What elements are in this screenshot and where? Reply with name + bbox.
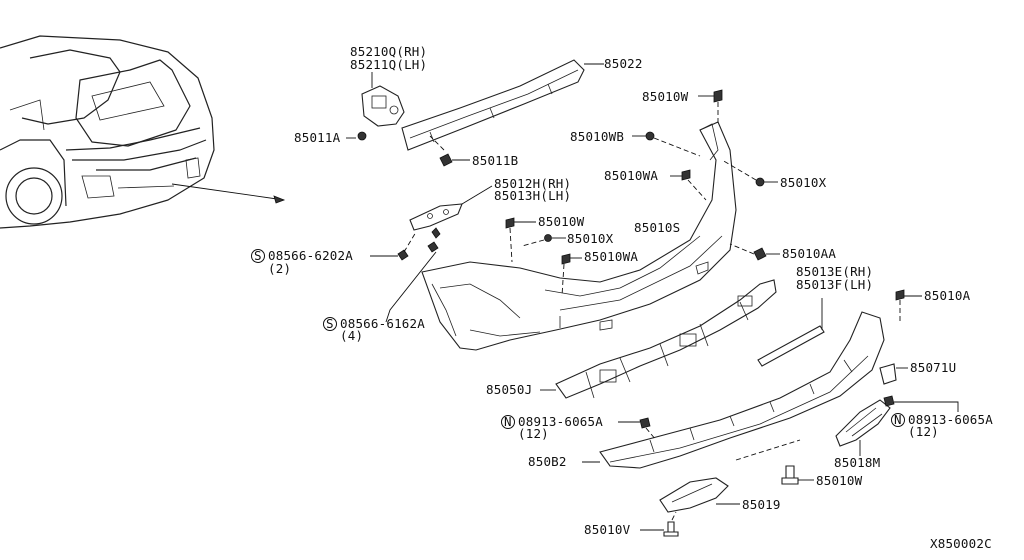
n-mark-right: N bbox=[894, 412, 902, 427]
label-08913-right-qty: (12) bbox=[908, 424, 939, 439]
label-85010wb: 85010WB bbox=[570, 129, 624, 144]
label-85010x-mid: 85010X bbox=[567, 231, 614, 246]
label-85010w-bottom: 85010W bbox=[816, 473, 863, 488]
label-08566-6202a-qty: (2) bbox=[268, 261, 291, 276]
screw-08566-6162a bbox=[385, 227, 441, 323]
part-85022-reinforcement bbox=[401, 59, 604, 151]
label-85019: 85019 bbox=[742, 497, 781, 512]
clip-85010wa-top bbox=[670, 169, 707, 201]
clip-85010w-mid bbox=[505, 217, 536, 263]
label-08566-6202a: 08566-6202A bbox=[268, 248, 353, 263]
part-850b2-lower-fascia bbox=[582, 311, 885, 469]
label-08566-6162a: 08566-6162A bbox=[340, 316, 425, 331]
label-85013e: 85013E(RH) bbox=[796, 264, 873, 279]
label-85010w-top: 85010W bbox=[642, 89, 689, 104]
labels: 85210Q(RH) 85211Q(LH) 85022 85011A 85011… bbox=[251, 44, 993, 551]
clip-85010wa-mid bbox=[561, 253, 582, 297]
part-85019-bracket bbox=[659, 477, 740, 513]
label-85211q: 85211Q(LH) bbox=[350, 57, 427, 72]
label-85010aa: 85010AA bbox=[782, 246, 836, 261]
label-85012h: 85012H(RH) bbox=[494, 176, 571, 191]
label-85010wa-top: 85010WA bbox=[604, 168, 658, 183]
bolt-85010v bbox=[640, 511, 679, 537]
clip-85011b bbox=[429, 135, 470, 167]
bolt-85010w-bottom bbox=[781, 465, 814, 485]
label-85013h: 85013H(LH) bbox=[494, 188, 571, 203]
vehicle-rear-illustration bbox=[0, 35, 286, 229]
clip-85010x-mid bbox=[521, 234, 566, 247]
part-85013e-strip bbox=[757, 298, 825, 367]
nut-08913-right bbox=[883, 395, 959, 412]
s-symbol-2 bbox=[323, 317, 337, 331]
s-mark-1: S bbox=[254, 248, 262, 263]
s-mark-2: S bbox=[326, 316, 334, 331]
screw-08566-6202a bbox=[370, 231, 417, 261]
label-850b2: 850B2 bbox=[528, 454, 567, 469]
label-85010a: 85010A bbox=[924, 288, 971, 303]
clip-85010wb bbox=[632, 131, 701, 157]
label-85011b: 85011B bbox=[472, 153, 518, 168]
label-08913-left: 08913-6065A bbox=[518, 414, 603, 429]
label-85013f: 85013F(LH) bbox=[796, 277, 873, 292]
part-85050j-absorber bbox=[540, 279, 777, 399]
part-85018m-bracket bbox=[835, 399, 891, 456]
n-symbol-right bbox=[891, 413, 905, 427]
part-85210q-bracket bbox=[361, 72, 405, 127]
clip-85010w-top bbox=[698, 89, 723, 124]
clip-85011a bbox=[346, 131, 367, 141]
label-85022: 85022 bbox=[604, 56, 643, 71]
label-85210q: 85210Q(RH) bbox=[350, 44, 427, 59]
clip-85010aa bbox=[729, 243, 780, 261]
n-symbol-left bbox=[501, 415, 515, 429]
label-85010wa-mid: 85010WA bbox=[584, 249, 638, 264]
label-85010s: 85010S bbox=[634, 220, 680, 235]
label-85018m: 85018M bbox=[834, 455, 880, 470]
n-mark-left: N bbox=[504, 414, 512, 429]
label-08566-6162a-qty: (4) bbox=[340, 328, 363, 343]
label-85010x-right: 85010X bbox=[780, 175, 827, 190]
clip-85010a bbox=[895, 289, 922, 322]
label-85050j: 85050J bbox=[486, 382, 532, 397]
nut-08913-left bbox=[618, 417, 657, 441]
diagram-code: X850002C bbox=[930, 536, 992, 551]
s-symbol-1 bbox=[251, 249, 265, 263]
label-08913-left-qty: (12) bbox=[518, 426, 549, 441]
label-85010v: 85010V bbox=[584, 522, 631, 537]
label-85010w-mid: 85010W bbox=[538, 214, 585, 229]
part-85071u-clip bbox=[879, 363, 908, 385]
part-85012h-bracket bbox=[409, 185, 493, 231]
label-08913-right: 08913-6065A bbox=[908, 412, 993, 427]
part-85010s-fascia bbox=[421, 121, 737, 351]
clip-85010x-right bbox=[721, 159, 778, 187]
label-85011a: 85011A bbox=[294, 130, 341, 145]
label-85071u: 85071U bbox=[910, 360, 956, 375]
